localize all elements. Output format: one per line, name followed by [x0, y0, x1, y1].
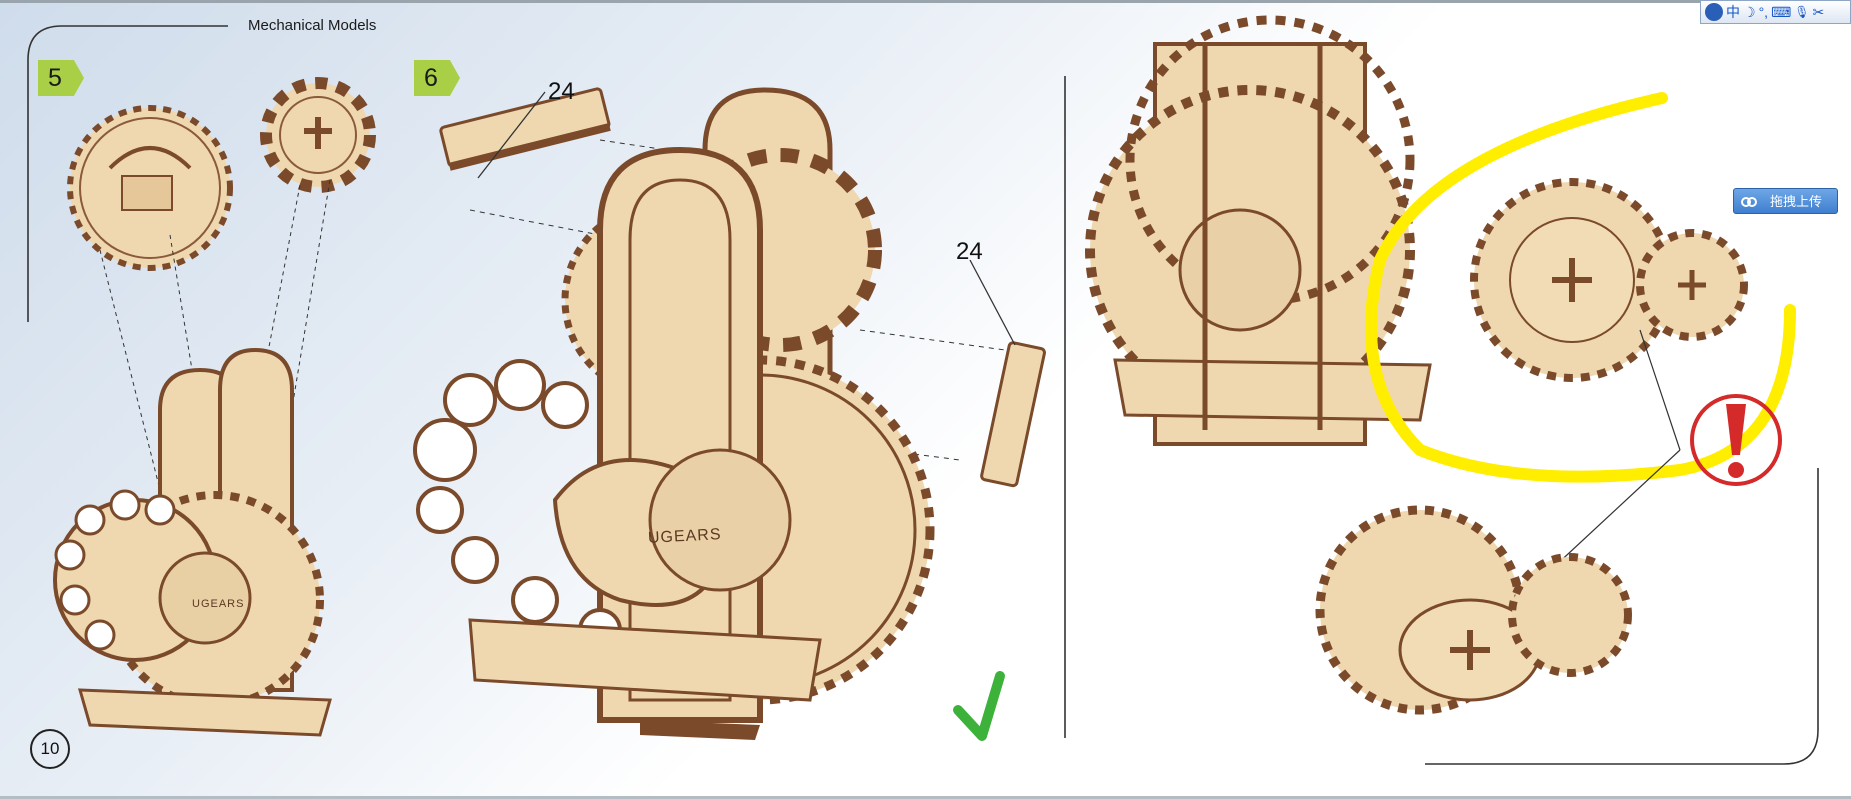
ugears-logo-small: UGEARS	[192, 598, 244, 610]
part-24-top	[440, 88, 611, 171]
ime-tools-icon[interactable]: ✂	[1813, 4, 1825, 21]
gear-large-step5	[70, 108, 230, 268]
ime-toolbar[interactable]: 中 ☽ °, ⌨ 🎙 ✂	[1700, 0, 1851, 24]
page-header-title: Mechanical Models	[248, 17, 376, 34]
ime-logo-icon[interactable]	[1705, 3, 1723, 21]
drag-upload-label: 拖拽上传	[1770, 194, 1822, 209]
ugears-logo-large: UGEARS	[648, 526, 722, 548]
checkmark-icon	[958, 676, 1000, 736]
link-icon	[1740, 193, 1758, 211]
gear-pair-bottom	[1320, 510, 1628, 710]
ime-keyboard-icon[interactable]: ⌨	[1771, 4, 1791, 21]
ime-moon-icon[interactable]: ☽	[1743, 4, 1756, 21]
ime-mic-icon[interactable]: 🎙	[1794, 5, 1809, 19]
page-number: 10	[30, 729, 70, 769]
gear-small-step5	[266, 83, 370, 187]
part-label-right: 24	[956, 238, 983, 266]
ime-punctuation-icon[interactable]: °,	[1759, 4, 1769, 20]
warning-icon	[1692, 396, 1780, 484]
gear-pair-highlighted	[1474, 182, 1744, 378]
drag-upload-button[interactable]: 拖拽上传	[1733, 188, 1838, 214]
part-24-right	[981, 342, 1045, 486]
ime-mode-toggle[interactable]: 中	[1726, 2, 1740, 22]
model-assembled-step6	[415, 90, 930, 740]
model-assembled-step5	[55, 350, 330, 735]
part-label-top: 24	[548, 78, 575, 106]
